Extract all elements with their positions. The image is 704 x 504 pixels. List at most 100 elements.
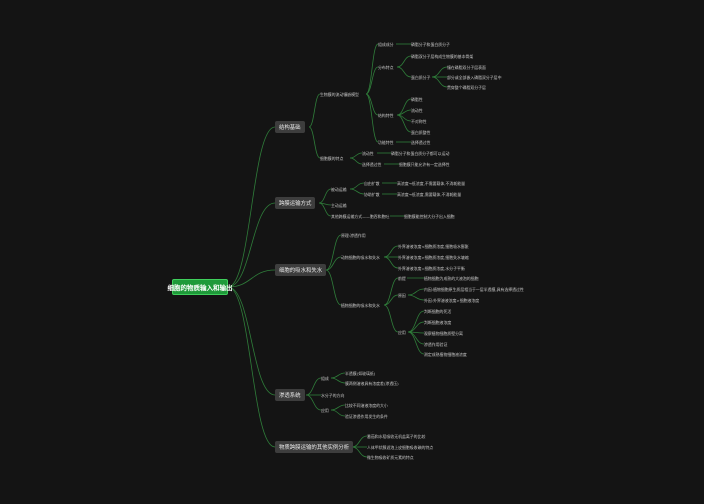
node-animal-b1[interactable]: 外界溶液浓度<细胞质浓度,细胞吸水膨胀 bbox=[398, 244, 469, 249]
node-composition[interactable]: 组成成分 bbox=[378, 42, 394, 47]
node-app-b[interactable]: 判断细胞液浓度 bbox=[424, 320, 452, 325]
node-example-a[interactable]: 番茄和水稻吸收无机盐离子的比较 bbox=[367, 434, 426, 439]
node-facilitated-diffusion-detail[interactable]: 高浓度→低浓度,需要载体,不消耗能量 bbox=[397, 192, 462, 197]
c-model-3 bbox=[365, 93, 379, 143]
node-app-a[interactable]: 判断细胞的死活 bbox=[424, 309, 452, 314]
c-animal-2 bbox=[383, 256, 399, 269]
c-t3-1 bbox=[325, 256, 342, 271]
node-feature-b[interactable]: 流动性 bbox=[411, 108, 423, 113]
node-reason-external[interactable]: 外因:外界溶液浓度>细胞液浓度 bbox=[424, 298, 480, 303]
node-endo-exocytosis-detail[interactable]: 细胞膜能控制大分子出入细胞 bbox=[404, 214, 455, 219]
c-model-0 bbox=[365, 43, 379, 95]
c-model-2 bbox=[365, 93, 379, 116]
node-example-b[interactable]: 人体甲状腺滤泡上皮细胞吸收碘的特点 bbox=[367, 445, 434, 450]
node-protein-c[interactable]: 贯穿整个磷脂双分子层 bbox=[447, 85, 486, 90]
c-t5-2 bbox=[351, 446, 368, 458]
node-protein-b[interactable]: 部分或全部嵌入磷脂双分子层中 bbox=[447, 75, 502, 80]
root-topic[interactable]: 细胞的物质输入和输出 bbox=[168, 279, 233, 295]
node-animal-b2[interactable]: 外界溶液浓度>细胞质浓度,细胞失水皱缩 bbox=[398, 255, 469, 260]
node-active-transport[interactable]: 主动运输 bbox=[331, 203, 347, 208]
c-osmo-a2 bbox=[330, 377, 346, 384]
topic-structure-basis[interactable]: 结构基础 bbox=[275, 121, 305, 133]
c-reason-b bbox=[407, 294, 425, 301]
node-composition-detail[interactable]: 磷脂分子和蛋白质分子 bbox=[411, 42, 450, 47]
node-fluidity-detail[interactable]: 磷脂分子和蛋白质分子都可以运动 bbox=[391, 151, 450, 156]
node-cell-membrane[interactable]: 细胞膜的特点 bbox=[320, 156, 344, 161]
node-osmo-c2[interactable]: 验证渗透作用发生的条件 bbox=[345, 414, 388, 419]
node-semipermeable[interactable]: 半透膜(如玻璃纸) bbox=[345, 371, 376, 376]
node-composition-osmo[interactable]: 组成 bbox=[321, 376, 329, 381]
node-passive-transport[interactable]: 被动运输 bbox=[331, 187, 347, 192]
c-plant-1 bbox=[383, 294, 399, 306]
node-water-direction[interactable]: 水分子的方向 bbox=[321, 393, 345, 398]
root-connector-5 bbox=[227, 286, 276, 448]
node-app-e[interactable]: 测定成熟植物细胞液浓度 bbox=[424, 352, 467, 357]
c-model-1 bbox=[365, 66, 379, 95]
c-facil bbox=[349, 188, 365, 195]
node-function-detail[interactable]: 选择透过性 bbox=[411, 140, 431, 145]
c-t4-2 bbox=[305, 394, 322, 411]
node-structure-feature[interactable]: 结构特性 bbox=[378, 113, 394, 118]
node-app-c[interactable]: 观察植物细胞质壁分离 bbox=[424, 331, 463, 336]
node-osmosis-principle[interactable]: 原理:渗透作用 bbox=[341, 233, 366, 238]
c-osmo-c1 bbox=[330, 404, 346, 411]
topic-water-absorption[interactable]: 细胞的吸水和失水 bbox=[275, 264, 327, 276]
node-selectivity-detail[interactable]: 细胞膜只能允许有一定选择性 bbox=[399, 162, 450, 167]
node-premise-detail[interactable]: 植物细胞为成熟的大液泡的细胞 bbox=[424, 276, 479, 281]
c-t2-2 bbox=[318, 202, 332, 217]
root-connector-3 bbox=[227, 269, 276, 288]
node-selectivity[interactable]: 选择透过性 bbox=[362, 162, 382, 167]
c-animal-0 bbox=[383, 245, 399, 258]
c-app-0 bbox=[407, 310, 425, 333]
node-free-diffusion[interactable]: 自由扩散 bbox=[364, 181, 380, 186]
c-t5-0 bbox=[351, 435, 368, 448]
node-app-d[interactable]: 渗透作用验证 bbox=[424, 342, 448, 347]
root-connector-1 bbox=[227, 126, 276, 288]
c-protein-0 bbox=[431, 66, 448, 78]
node-premise[interactable]: 前提 bbox=[398, 276, 406, 281]
node-animal-cell[interactable]: 动物细胞的吸水和失水 bbox=[341, 255, 380, 260]
topic-other-examples[interactable]: 物质跨膜运输的其他实例分析 bbox=[275, 441, 354, 453]
node-application[interactable]: 应用 bbox=[398, 330, 406, 335]
node-animal-b3[interactable]: 外界溶液浓度=细胞质浓度,水分子平衡 bbox=[398, 266, 465, 271]
c-free bbox=[349, 182, 365, 190]
node-plant-cell[interactable]: 植物细胞的吸水和失水 bbox=[341, 303, 380, 308]
node-fluidity[interactable]: 流动性 bbox=[362, 151, 374, 156]
c-select bbox=[349, 157, 363, 165]
topic-osmotic-system[interactable]: 渗透系统 bbox=[275, 389, 305, 401]
node-distribution-detail[interactable]: 磷脂双分子层构成生物膜的基本骨架 bbox=[411, 54, 474, 59]
c-plant-2 bbox=[383, 304, 399, 333]
node-reason[interactable]: 原因 bbox=[398, 293, 406, 298]
node-feature-d[interactable]: 蛋白质整性 bbox=[411, 130, 431, 135]
node-example-c[interactable]: 微生物吸收矿质元素的特点 bbox=[367, 455, 414, 460]
node-distribution[interactable]: 分布特点 bbox=[378, 65, 394, 70]
c-t4-0 bbox=[305, 377, 322, 396]
topic-transport-methods[interactable]: 跨膜运输方式 bbox=[275, 197, 316, 209]
c-cell bbox=[308, 126, 321, 159]
node-osmo-c1[interactable]: 比较不同溶液浓度的大小 bbox=[345, 403, 388, 408]
node-function-feature[interactable]: 功能特性 bbox=[378, 140, 394, 145]
c-protein-2 bbox=[431, 76, 448, 88]
root-connector-4 bbox=[227, 286, 276, 396]
node-membrane-model[interactable]: 生物膜的流动镶嵌模型 bbox=[320, 92, 359, 97]
c-osmo-c2 bbox=[330, 409, 346, 417]
c-t2-0 bbox=[318, 188, 332, 204]
c-app-1 bbox=[407, 321, 425, 333]
c-t3-0 bbox=[325, 234, 342, 271]
c-feature-3 bbox=[396, 114, 412, 133]
node-facilitated-diffusion[interactable]: 协助扩散 bbox=[364, 192, 380, 197]
c-osmo-a1 bbox=[330, 372, 346, 379]
node-reason-internal[interactable]: 内因:植物细胞原生质层相当于一层半透膜,具有选择透过性 bbox=[424, 287, 524, 292]
node-application-osmo[interactable]: 应用 bbox=[321, 408, 329, 413]
c-distrib-a bbox=[396, 55, 412, 68]
c-app-4 bbox=[407, 331, 425, 355]
node-endo-exocytosis[interactable]: 其他跨膜运输方式——胞吞和胞吐 bbox=[331, 214, 390, 219]
node-concentration-diff[interactable]: 膜两侧溶液具有浓度差(渗透压) bbox=[345, 381, 399, 386]
node-protein-a[interactable]: 镶在磷脂双分子层表面 bbox=[447, 65, 486, 70]
node-protein[interactable]: 蛋白质分子 bbox=[411, 75, 431, 80]
node-free-diffusion-detail[interactable]: 高浓度→低浓度,不需要载体,不消耗能量 bbox=[397, 181, 465, 186]
node-feature-c[interactable]: 不对称性 bbox=[411, 119, 427, 124]
node-feature-a[interactable]: 磷脂性 bbox=[411, 97, 423, 102]
c-distrib-b bbox=[396, 66, 412, 78]
